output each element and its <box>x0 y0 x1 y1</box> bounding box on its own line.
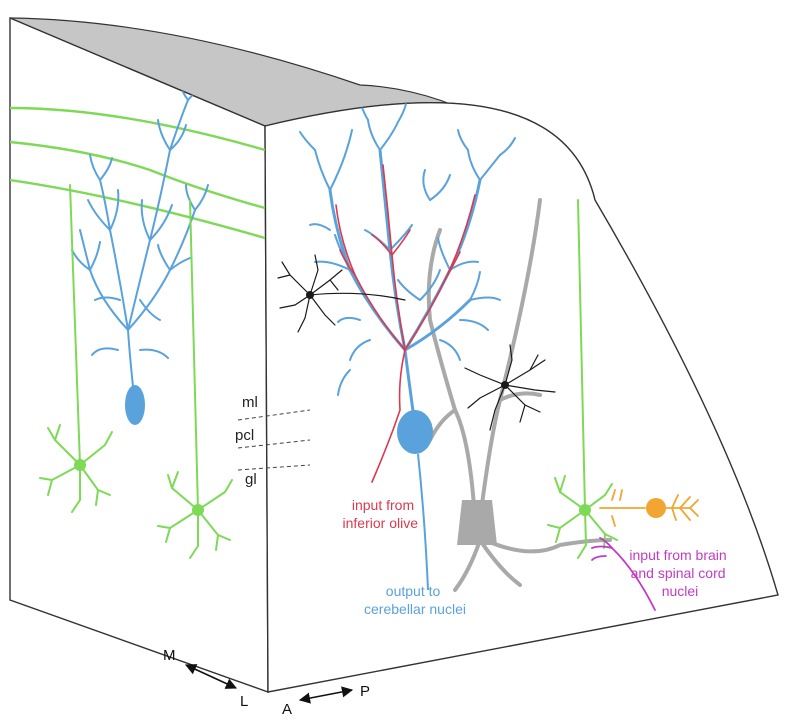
axis-label-l: L <box>240 693 248 710</box>
axis-ml-arrow <box>184 664 238 689</box>
granule-soma-left-1 <box>74 459 86 471</box>
label-climbing-input: input from inferior olive <box>343 497 419 531</box>
glia-soma <box>457 500 497 545</box>
axis-label-m: M <box>163 647 176 664</box>
parallel-fibers-left <box>10 106 266 240</box>
layer-label-gl: gl <box>245 471 257 488</box>
block-right-face <box>264 101 779 693</box>
purkinje-soma-left <box>125 385 145 425</box>
interneuron-lower <box>464 344 556 431</box>
interneuron-upper-soma <box>306 291 314 299</box>
interneuron-upper <box>277 254 406 333</box>
label-purkinje-output: output to cerebellar nuclei <box>364 583 466 617</box>
axis-label-p: P <box>360 683 370 700</box>
granule-cell-left-1 <box>39 184 113 513</box>
golgi-cell <box>599 489 699 527</box>
purkinje-cell-left <box>71 83 209 406</box>
granule-cell-left-2 <box>157 199 233 559</box>
purkinje-soma-right <box>397 410 433 454</box>
purkinje-axon <box>417 453 429 591</box>
golgi-soma <box>646 498 666 518</box>
granule-soma-left-2 <box>192 504 204 516</box>
interneuron-lower-soma <box>501 381 509 389</box>
layer-markers <box>237 409 311 471</box>
mossy-fiber <box>591 537 656 611</box>
layer-label-pcl: pcl <box>235 427 254 444</box>
climbing-fiber <box>335 164 476 483</box>
label-mossy-input: input from brain and spinal cord nuclei <box>629 547 730 599</box>
layer-label-ml: ml <box>242 394 258 411</box>
granule-soma-right <box>579 504 591 516</box>
axis-label-a: A <box>282 701 292 718</box>
axis-ap-arrow <box>298 686 354 704</box>
granule-cell-right <box>547 199 618 559</box>
